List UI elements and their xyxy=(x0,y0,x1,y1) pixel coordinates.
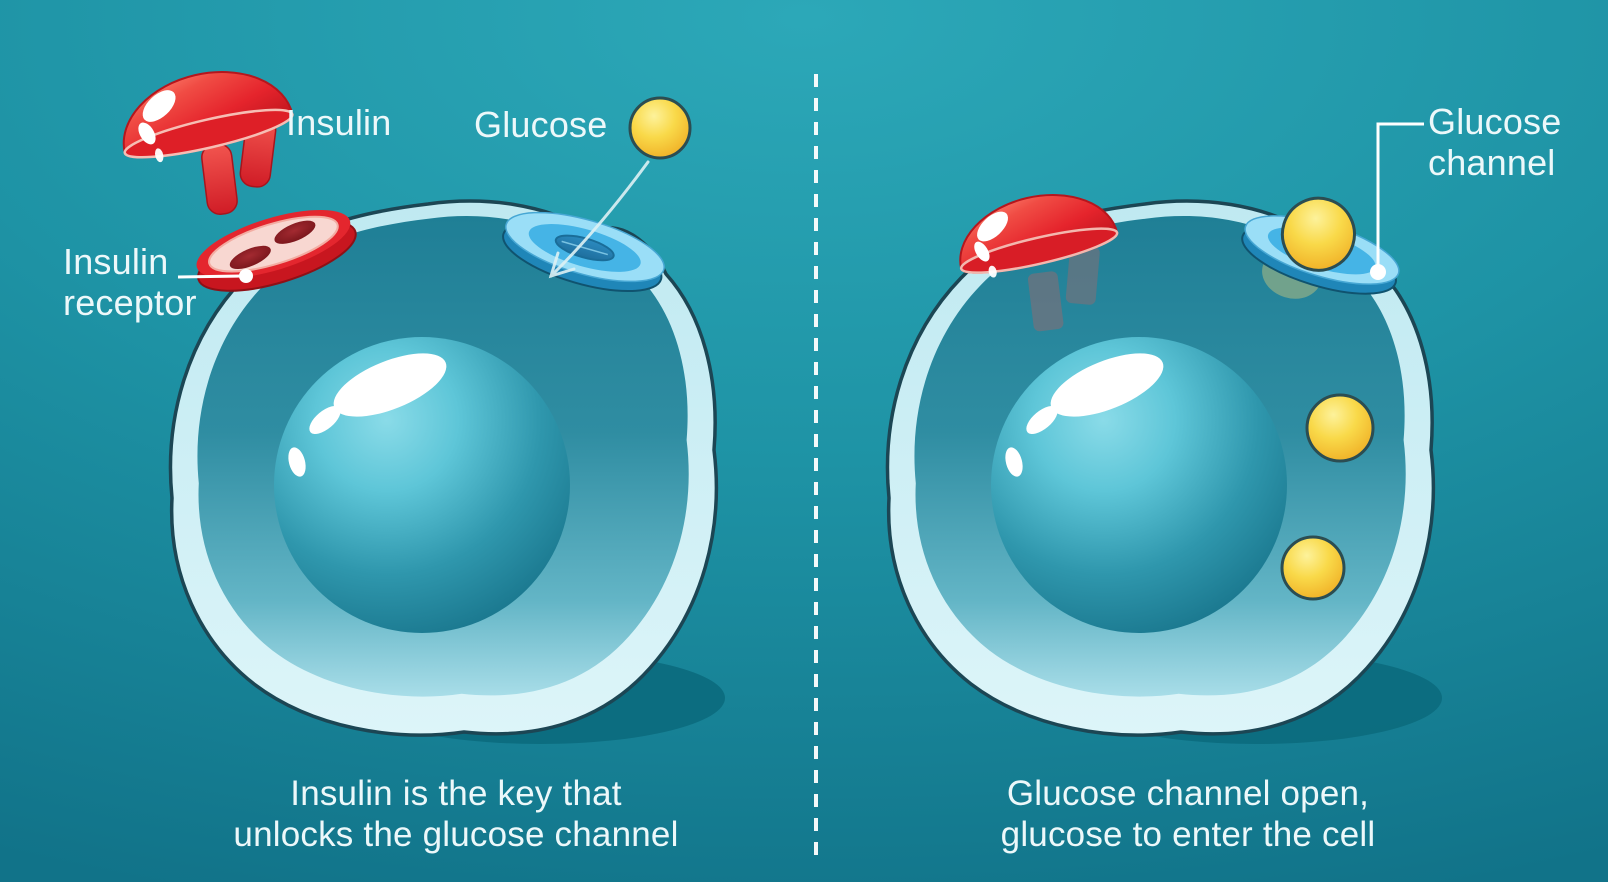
glucose-channel-leader xyxy=(1370,122,1424,280)
insulin-icon xyxy=(122,71,294,215)
insulin-pegs-ghost xyxy=(1027,245,1100,332)
insulin-docked-icon xyxy=(959,194,1119,278)
right-caption: Glucose channel open, glucose to enter t… xyxy=(1000,774,1376,854)
glucose-channel-open-icon xyxy=(1241,196,1400,299)
glucose-channel-label: Glucose channel xyxy=(1428,101,1562,183)
insulin-label: Insulin xyxy=(286,102,392,143)
insulin-receptor-icon xyxy=(196,209,357,292)
glucose-path-arrow xyxy=(548,160,650,279)
glucose-ball-icon xyxy=(628,96,692,160)
glucose-ball-inside-2 xyxy=(1280,535,1346,601)
glucose-ball-inside-1 xyxy=(1305,393,1375,463)
glucose-channel-closed-icon xyxy=(502,211,665,293)
insulin-receptor-label: Insulin receptor xyxy=(63,241,197,323)
left-caption: Insulin is the key that unlocks the gluc… xyxy=(233,774,679,854)
glucose-label: Glucose xyxy=(474,104,608,145)
insulin-receptor-leader xyxy=(177,269,253,283)
